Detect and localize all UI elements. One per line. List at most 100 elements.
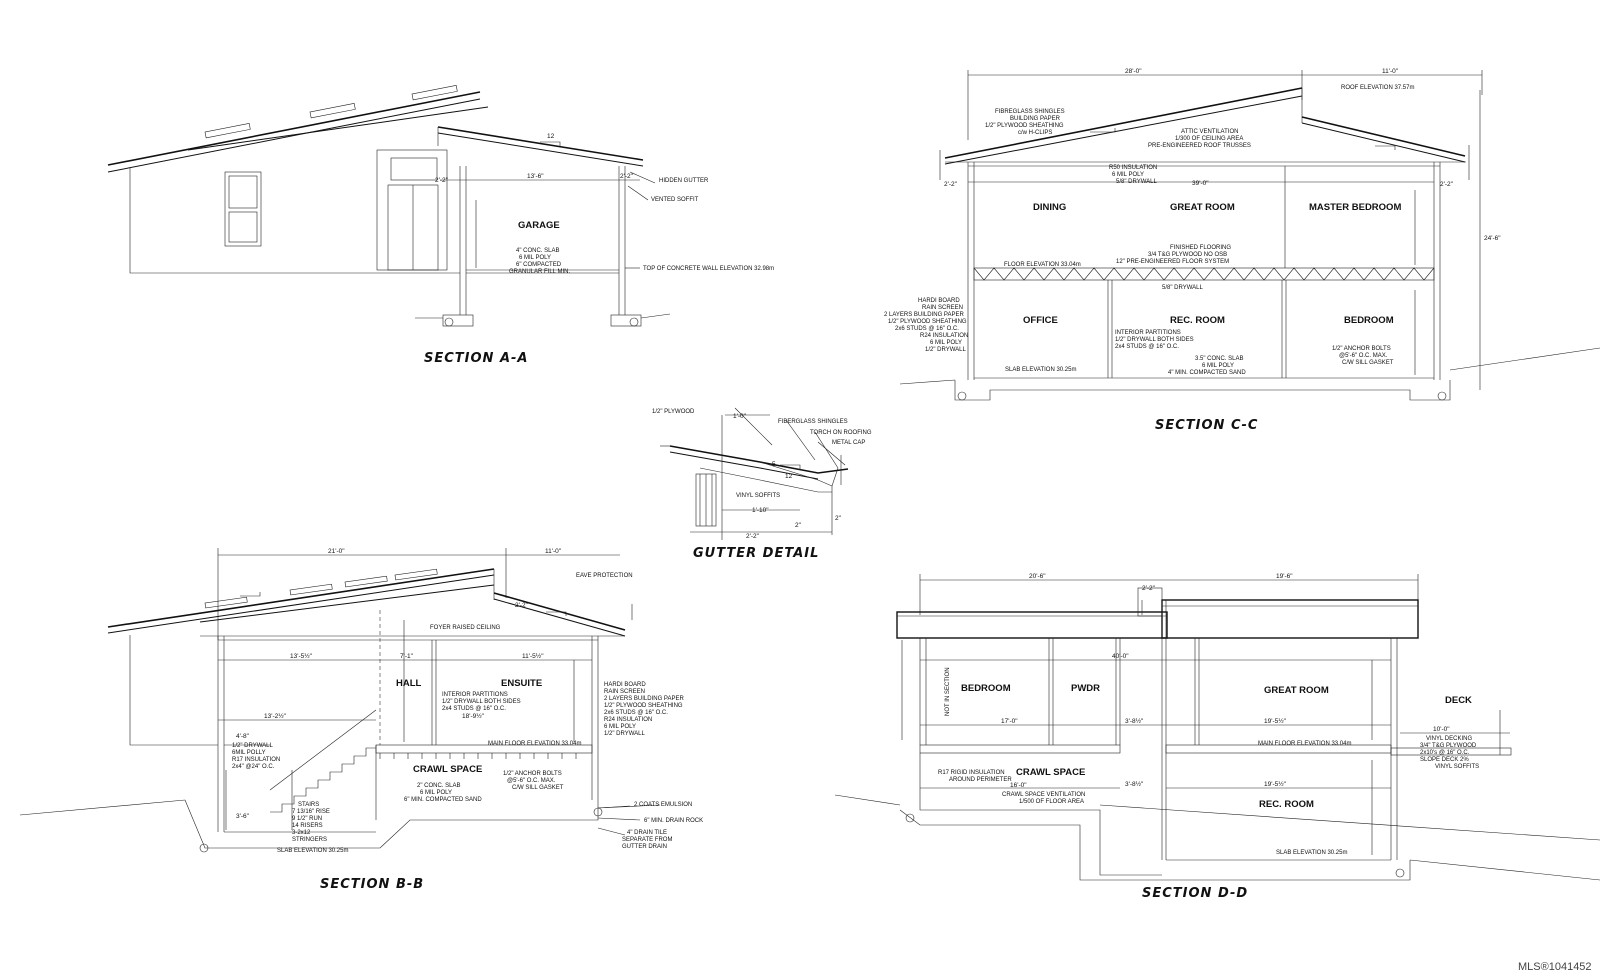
section-c-note-floor-elevation: FLOOR ELEVATION 33.04m [1004,262,1081,268]
section-c-note-fib-3: 1/2" PLYWOOD SHEATHING [985,123,1064,129]
section-b-dim-7: 3'-6" [236,813,250,820]
section-c-room-dining: DINING [1033,202,1066,213]
gutter-note-plywood: 1/2" PLYWOOD [652,409,695,415]
section-c-dim-span: 39'-0" [1192,180,1209,187]
section-b-note-anchor-3: C/W SILL GASKET [512,785,564,791]
section-d-title: SECTION D-D [1142,886,1248,901]
section-c-note-hardi-8: 1/2" DRYWALL [925,347,966,353]
section-a-note-vented-soffit: VENTED SOFFIT [651,197,699,203]
section-c-note-r50-3: 5/8" DRYWALL [1116,179,1157,185]
section-b-dim-left: 21'-0" [328,548,345,555]
section-c-note-anchor-3: C/W SILL GASKET [1342,360,1394,366]
section-c-note-roof-elevation: ROOF ELEVATION 37.57m [1341,85,1414,91]
section-b-note-hardi-2: RAIN SCREEN [604,689,645,695]
section-d-note-deck-5: VINYL SOFFITS [1435,764,1479,770]
section-c-note-anchor-2: @5'-6" O.C. MAX. [1339,353,1388,359]
section-b-room-ensuite: ENSUITE [501,678,542,689]
section-b-dim-6: 4'-8" [236,733,250,740]
section-d-drawing [834,574,1600,881]
section-b-note-drain-1: 4" DRAIN TILE [627,830,667,836]
section-c-note-hardi-4: 1/2" PLYWOOD SHEATHING [888,319,967,325]
section-c-note-int-1: INTERIOR PARTITIONS [1115,330,1181,336]
section-b-note-left-2: 6MIL POLLY [232,750,266,756]
section-b-note-hardi-8: 1/2" DRYWALL [604,731,645,737]
section-a-eave-right-dim: 2'-2" [620,173,634,180]
section-b-note-anchor-1: 1/2" ANCHOR BOLTS [503,771,562,777]
section-d-dim-4: 10'-0" [1433,726,1450,733]
gutter-dim-4: 2" [835,515,842,522]
section-d-note-deck-4: SLOPE DECK 2% [1420,757,1469,763]
section-d-dim-6: 19'-5½" [1264,780,1287,788]
section-b-note-drain-rock: 6" MIN. DRAIN ROCK [644,818,703,824]
section-b-note-left-4: 2x4" @24" O.C. [232,764,275,770]
section-c-note-hardi-7: 6 MIL POLY [930,340,962,346]
section-a-pitch-run: 12 [547,133,555,140]
section-d-dim-5: 16'-0" [1010,782,1027,789]
section-b-note-interior-2: 1/2" DRYWALL BOTH SIDES [442,699,521,705]
section-c-note-hardi-6: R24 INSULATION [920,333,968,339]
section-b-note-foyer: FOYER RAISED CEILING [430,625,501,631]
section-c-note-slab-3: 4" MIN. COMPACTED SAND [1168,370,1246,376]
section-c-note-fib-1: FIBREGLASS SHINGLES [995,109,1065,115]
section-d-note-rigid-2: AROUND PERIMETER [949,777,1012,783]
gutter-dim-1: 1'-0" [733,413,747,420]
section-b-title: SECTION B-B [320,877,424,892]
section-c-note-slab-1: 3.5" CONC. SLAB [1195,356,1243,362]
section-b-room-hall: HALL [396,678,422,689]
section-b-note-stairs-6: STRINGERS [292,837,327,843]
section-b-note-hardi-5: 2x6 STUDS @ 16" O.C. [604,710,668,716]
section-a-eave-dim: 2'-2" [435,177,449,184]
section-b-note-drain-2: SEPARATE FROM [622,837,672,843]
section-d-note-crawl-vent-2: 1/500 OF FLOOR AREA [1019,799,1084,805]
section-a-note-slab-1: 4" CONC. SLAB [516,248,559,254]
section-d-note-slab-elevation: SLAB ELEVATION 30.25m [1276,850,1347,856]
section-d-note-main-floor: MAIN FLOOR ELEVATION 33.04m [1258,741,1351,747]
section-c-note-int-2: 1/2" DRYWALL BOTH SIDES [1115,337,1194,343]
gutter-note-vinyl-soffits: VINYL SOFFITS [736,493,780,499]
section-d-room-deck: DECK [1445,695,1472,706]
section-d-note-rigid-1: R17 RIGID INSULATION [938,770,1005,776]
section-c-note-r50-1: R50 INSULATION [1109,165,1157,171]
section-d-dim-span: 40'-0" [1112,653,1129,660]
section-c-note-hardi-5: 2x6 STUDS @ 16" O.C. [895,326,959,332]
section-d-dim-3: 19'-5½" [1264,717,1287,725]
section-d-dim-right: 19'-6" [1276,573,1293,580]
section-a-note-slab-2: 6 MIL POLY [519,255,551,261]
section-d-dim-top: 2'-2" [1142,585,1156,592]
section-b-note-hardi-4: 1/2" PLYWOOD SHEATHING [604,703,683,709]
gutter-dim-3: 2'-2" [746,533,760,540]
section-c-note-fib-2: BUILDING PAPER [1010,116,1061,122]
section-b-note-hardi-3: 2 LAYERS BUILDING PAPER [604,696,684,702]
section-c-note-fib-4: c/w H-CLIPS [1018,130,1052,136]
section-c-room-office: OFFICE [1023,315,1058,326]
section-a-note-hidden-gutter: HIDDEN GUTTER [659,178,709,184]
section-b-note-slab-2: 6 MIL POLY [420,790,452,796]
section-b-dim-eave: 2'-2" [515,602,529,609]
gutter-note-torch: TORCH ON ROOFING [810,430,872,436]
section-c-note-hardi-2: RAIN SCREEN [922,305,963,311]
section-d-room-bedroom: BEDROOM [961,683,1011,694]
gutter-dim-5: 2" [795,522,802,529]
section-b-note-interior-3: 2x4 STUDS @ 16" O.C. [442,706,506,712]
gutter-dim-2: 1'-10" [752,507,769,514]
section-b-note-stairs-5: 3-2x12 [292,830,311,836]
section-d-dim-2b: 3'-8½" [1125,780,1144,788]
section-d-dim-2: 3'-8½" [1125,717,1144,725]
section-b-dim-4: 18'-9½" [462,712,485,720]
section-a-note-slab-3: 6" COMPACTED [516,262,562,268]
section-d-room-crawl: CRAWL SPACE [1016,767,1085,778]
section-c-note-attic-1: ATTIC VENTILATION [1181,129,1238,135]
section-b-dim-1: 13'-5½" [290,652,313,660]
section-b-note-stairs-2: 7 13/16" RISE [292,809,330,815]
section-d-note-deck-2: 3/4" T&G PLYWOOD [1420,743,1477,749]
section-d-note-deck-1: VINYL DECKING [1426,736,1472,742]
section-b-note-hardi-1: HARDI BOARD [604,682,646,688]
section-c-room-great: GREAT ROOM [1170,202,1235,213]
section-c-room-rec: REC. ROOM [1170,315,1225,326]
section-b-note-left-1: 1/2" DRYWALL [232,743,273,749]
section-b-dim-5: 13'-2½" [264,712,287,720]
section-c-note-slab-2: 6 MIL POLY [1202,363,1234,369]
section-d-dim-left: 20'-6" [1029,573,1046,580]
section-a-title: SECTION A-A [424,351,528,366]
section-b-note-drain-3: GUTTER DRAIN [622,844,667,850]
